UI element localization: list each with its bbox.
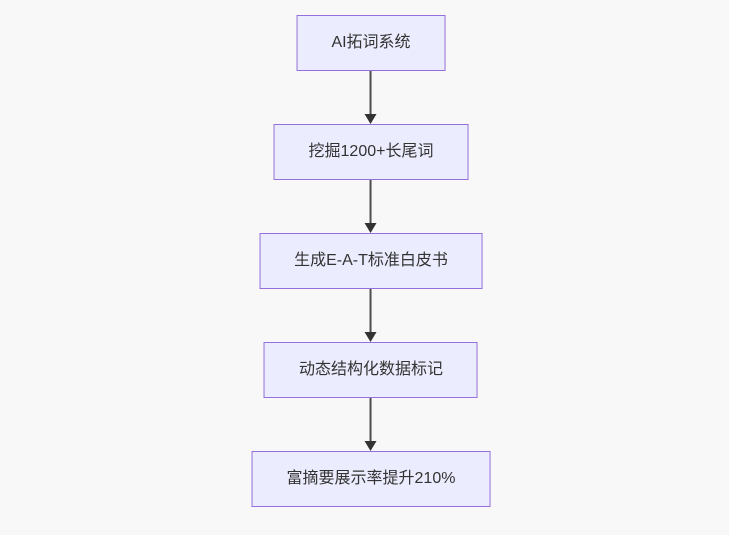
arrowhead-down-icon [365,332,377,342]
edge-line [370,289,372,333]
flow-edge-d-e [365,398,377,451]
flowchart-node-eat-whitepaper: 生成E-A-T标准白皮书 [259,233,483,289]
flow-edge-b-c [365,180,377,233]
flowchart-node-rich-snippet-result: 富摘要展示率提升210% [251,451,491,507]
flowchart-node-ai-word-expansion: AI拓词系统 [296,15,446,71]
flow-edge-a-b [365,71,377,124]
flow-edge-c-d [365,289,377,342]
flowchart-node-structured-data-markup: 动态结构化数据标记 [263,342,478,398]
flowchart-canvas: AI拓词系统 挖掘1200+长尾词 生成E-A-T标准白皮书 动态结构化数据标记… [251,15,491,507]
arrowhead-down-icon [365,223,377,233]
flowchart-node-longtail-mining: 挖掘1200+长尾词 [273,124,469,180]
edge-line [370,71,372,115]
edge-line [370,180,372,224]
arrowhead-down-icon [365,114,377,124]
edge-line [370,398,372,442]
arrowhead-down-icon [365,441,377,451]
